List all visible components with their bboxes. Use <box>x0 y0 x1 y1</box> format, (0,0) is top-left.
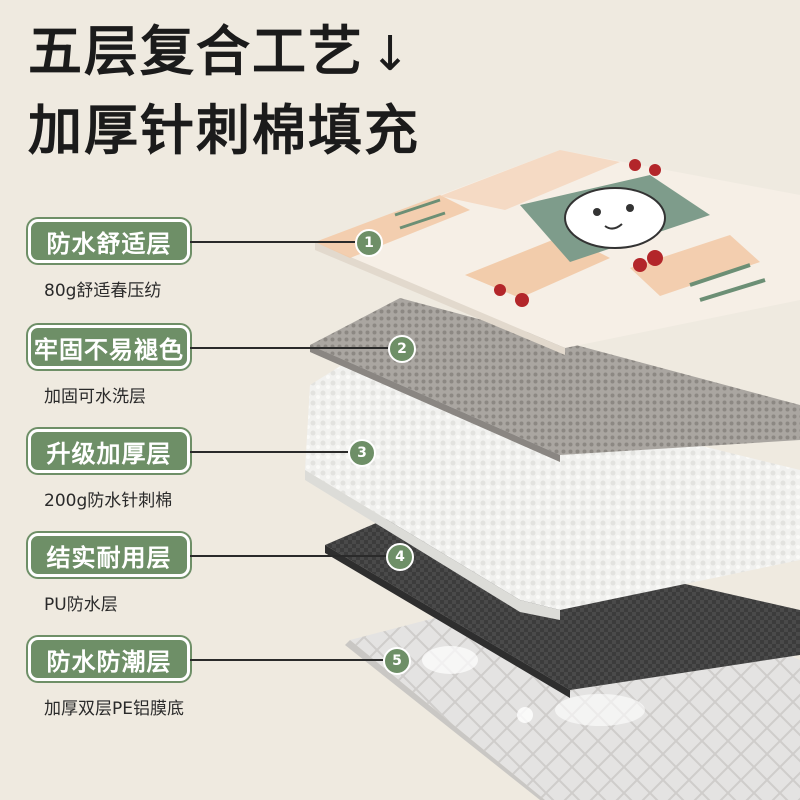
layer-2-dotted <box>310 298 800 462</box>
layer-1-number-badge: 1 <box>355 229 383 257</box>
layer-1-fabric <box>315 150 800 355</box>
layer-4-number-badge: 4 <box>386 543 414 571</box>
layer-4-leader <box>190 555 386 557</box>
layer-2-title: 牢固不易褪色 <box>28 325 190 369</box>
layer-4-title: 结实耐用层 <box>28 533 190 577</box>
layer-5-desc: 加厚双层PE铝膜底 <box>44 699 184 719</box>
headline: 五层复合工艺↓ 加厚针刺棉填充 <box>28 14 420 170</box>
layer-4-desc: PU防水层 <box>44 595 118 615</box>
down-arrow-icon: ↓ <box>370 26 413 82</box>
layer-3-title: 升级加厚层 <box>28 429 190 473</box>
headline-line-1: 五层复合工艺↓ <box>28 20 413 83</box>
layer-3-desc: 200g防水针刺棉 <box>44 491 173 511</box>
layer-5-title: 防水防潮层 <box>28 637 190 681</box>
layer-3-leader <box>190 451 348 453</box>
layer-2-leader <box>190 347 388 349</box>
layer-5-number-badge: 5 <box>383 647 411 675</box>
layer-2-desc: 加固可水洗层 <box>44 387 146 407</box>
layer-3-number-badge: 3 <box>348 439 376 467</box>
layer-3-cotton <box>305 360 800 620</box>
layer-1-leader <box>190 241 355 243</box>
layer-1-desc: 80g舒适春压纺 <box>44 281 162 301</box>
headline-line-2: 加厚针刺棉填充 <box>28 99 420 162</box>
layer-2-number-badge: 2 <box>388 335 416 363</box>
layer-5-leader <box>190 659 383 661</box>
layer-1-title: 防水舒适层 <box>28 219 190 263</box>
